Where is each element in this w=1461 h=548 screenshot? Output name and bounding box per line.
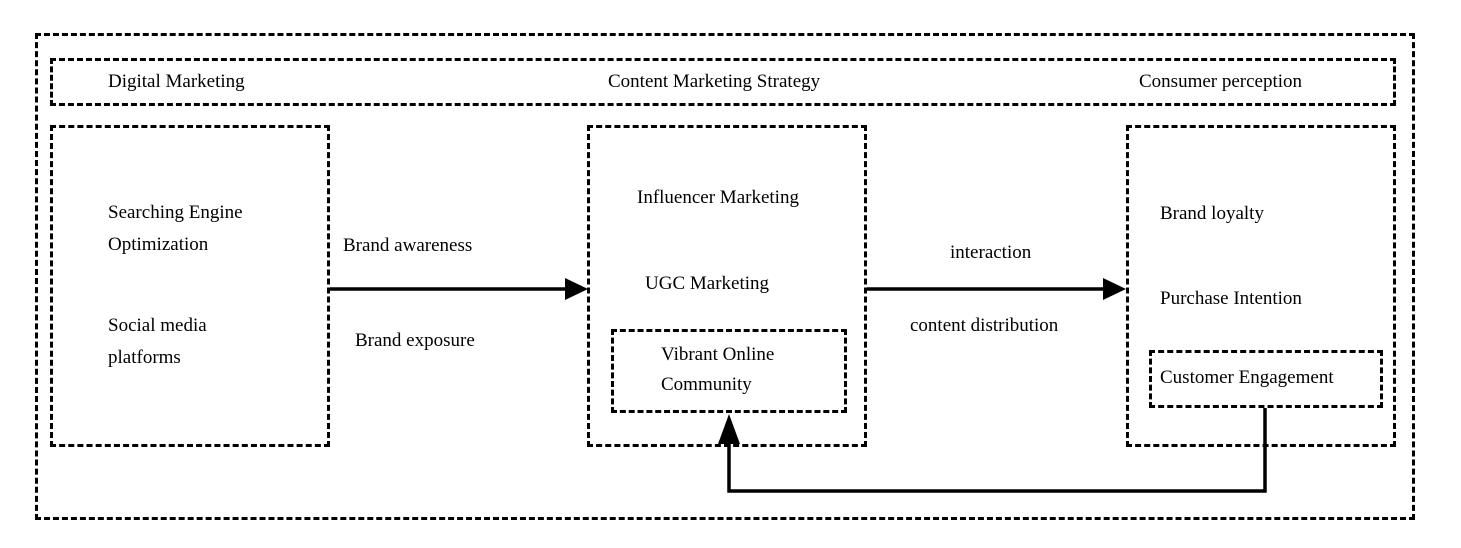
arrow-content-to-consumer <box>867 278 1126 300</box>
seo-line-2: Optimization <box>108 234 209 255</box>
ugc-marketing-label: UGC Marketing <box>645 273 770 294</box>
social-media-label: Social media platforms <box>108 310 207 374</box>
seo-label: Searching Engine Optimization <box>108 197 243 261</box>
header-consumer-perception: Consumer perception <box>1139 71 1303 92</box>
brand-exposure-label: Brand exposure <box>355 330 475 351</box>
seo-line-1: Searching Engine <box>108 202 243 223</box>
feedback-arrow-engagement-to-community <box>718 408 1267 493</box>
arrow-digital-to-content <box>330 278 588 300</box>
digital-marketing-box <box>50 125 330 447</box>
header-band <box>50 58 1396 106</box>
online-community-label: Vibrant Online Community <box>661 340 774 400</box>
community-line-2: Community <box>661 374 752 395</box>
interaction-label: interaction <box>950 242 1032 263</box>
brand-loyalty-label: Brand loyalty <box>1160 203 1264 224</box>
customer-engagement-box <box>1149 350 1383 408</box>
online-community-box <box>611 329 847 413</box>
outer-frame <box>35 33 1415 520</box>
header-digital-marketing: Digital Marketing <box>108 71 245 92</box>
brand-awareness-label: Brand awareness <box>343 235 473 256</box>
customer-engagement-label: Customer Engagement <box>1160 367 1334 388</box>
header-content-marketing-strategy: Content Marketing Strategy <box>608 71 821 92</box>
social-line-1: Social media <box>108 315 207 336</box>
social-line-2: platforms <box>108 347 181 368</box>
content-marketing-box <box>587 125 867 447</box>
purchase-intention-label: Purchase Intention <box>1160 288 1302 309</box>
influencer-marketing-label: Influencer Marketing <box>637 187 799 208</box>
community-line-1: Vibrant Online <box>661 344 775 365</box>
content-distribution-label: content distribution <box>910 315 1059 336</box>
consumer-perception-box <box>1126 125 1396 447</box>
